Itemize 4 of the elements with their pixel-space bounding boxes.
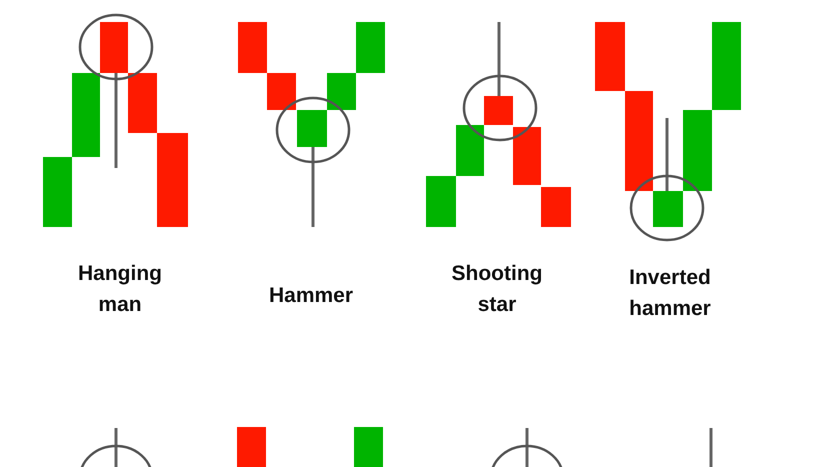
pattern-name: Hammer xyxy=(268,283,354,309)
pattern-name: Hanging man xyxy=(77,261,163,318)
pattern-name: Shooting star xyxy=(450,261,544,318)
pattern-name: Inverted hammer xyxy=(628,265,712,322)
